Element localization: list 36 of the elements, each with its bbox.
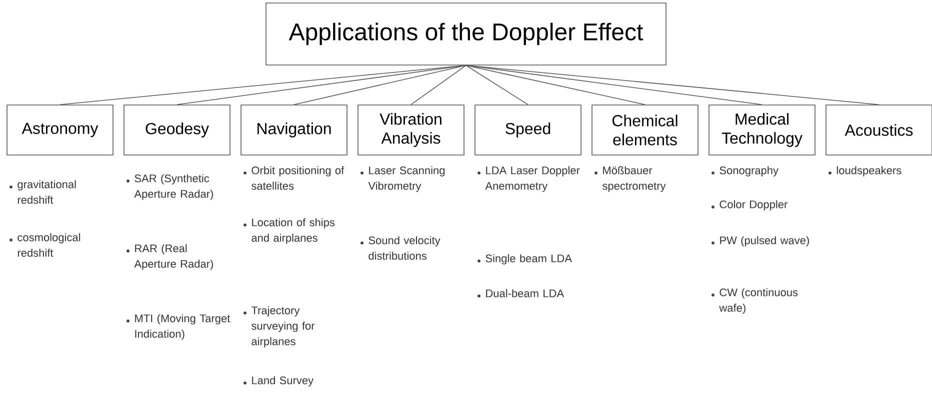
bullet-item: cosmological redshift: [10, 233, 80, 257]
bullet-item: gravitational redshift: [10, 180, 76, 204]
bullet-item: Trajectory surveying for airplanes: [244, 306, 315, 348]
connector-line: [466, 65, 880, 105]
bullet-item: LDA Laser Doppler Anemometry: [478, 166, 580, 192]
bullet-item: loudspeakers: [828, 166, 902, 176]
bullet-item: Sonography: [712, 166, 778, 176]
connector-line: [294, 65, 466, 105]
category-box: Chemical elements: [592, 104, 698, 156]
bullet-item: Location of ships and airplanes: [244, 218, 335, 244]
category-box: Speed: [474, 104, 582, 156]
category-box: Vibration Analysis: [358, 104, 464, 156]
bullet-item: Mößbauer spectrometry: [594, 166, 666, 192]
bullet-item: Laser Scanning Vibrometry: [360, 166, 445, 192]
bullet-item: PW (pulsed wave): [712, 236, 809, 246]
category-box: Acoustics: [826, 104, 932, 156]
bullet-item: Color Doppler: [712, 200, 788, 210]
bullet-item: Land Survey: [244, 376, 314, 386]
connector-line: [466, 65, 528, 105]
connector-line: [466, 65, 646, 105]
category-box: Navigation: [240, 104, 348, 156]
category-box: Geodesy: [124, 104, 230, 156]
category-box: Medical Technology: [708, 104, 816, 156]
connector-line: [60, 65, 466, 105]
connector-line: [410, 65, 466, 105]
bullet-item: RAR (Real Aperture Radar): [126, 244, 213, 270]
bullet-item: Sound velocity distributions: [360, 236, 440, 260]
bullet-item: Orbit positioning of satellites: [244, 166, 344, 190]
bullet-item: Single beam LDA: [478, 254, 572, 264]
bullet-item: CW (continuous wafe): [712, 288, 798, 314]
bullet-item: Dual-beam LDA: [478, 289, 564, 298]
category-box: Astronomy: [6, 104, 114, 156]
title-box: Applications of the Doppler Effect: [266, 2, 666, 66]
connector-line: [176, 65, 466, 105]
bullet-item: MTI (Moving Target Indication): [126, 314, 230, 340]
bullet-item: SAR (Synthetic Aperture Radar): [126, 174, 213, 200]
